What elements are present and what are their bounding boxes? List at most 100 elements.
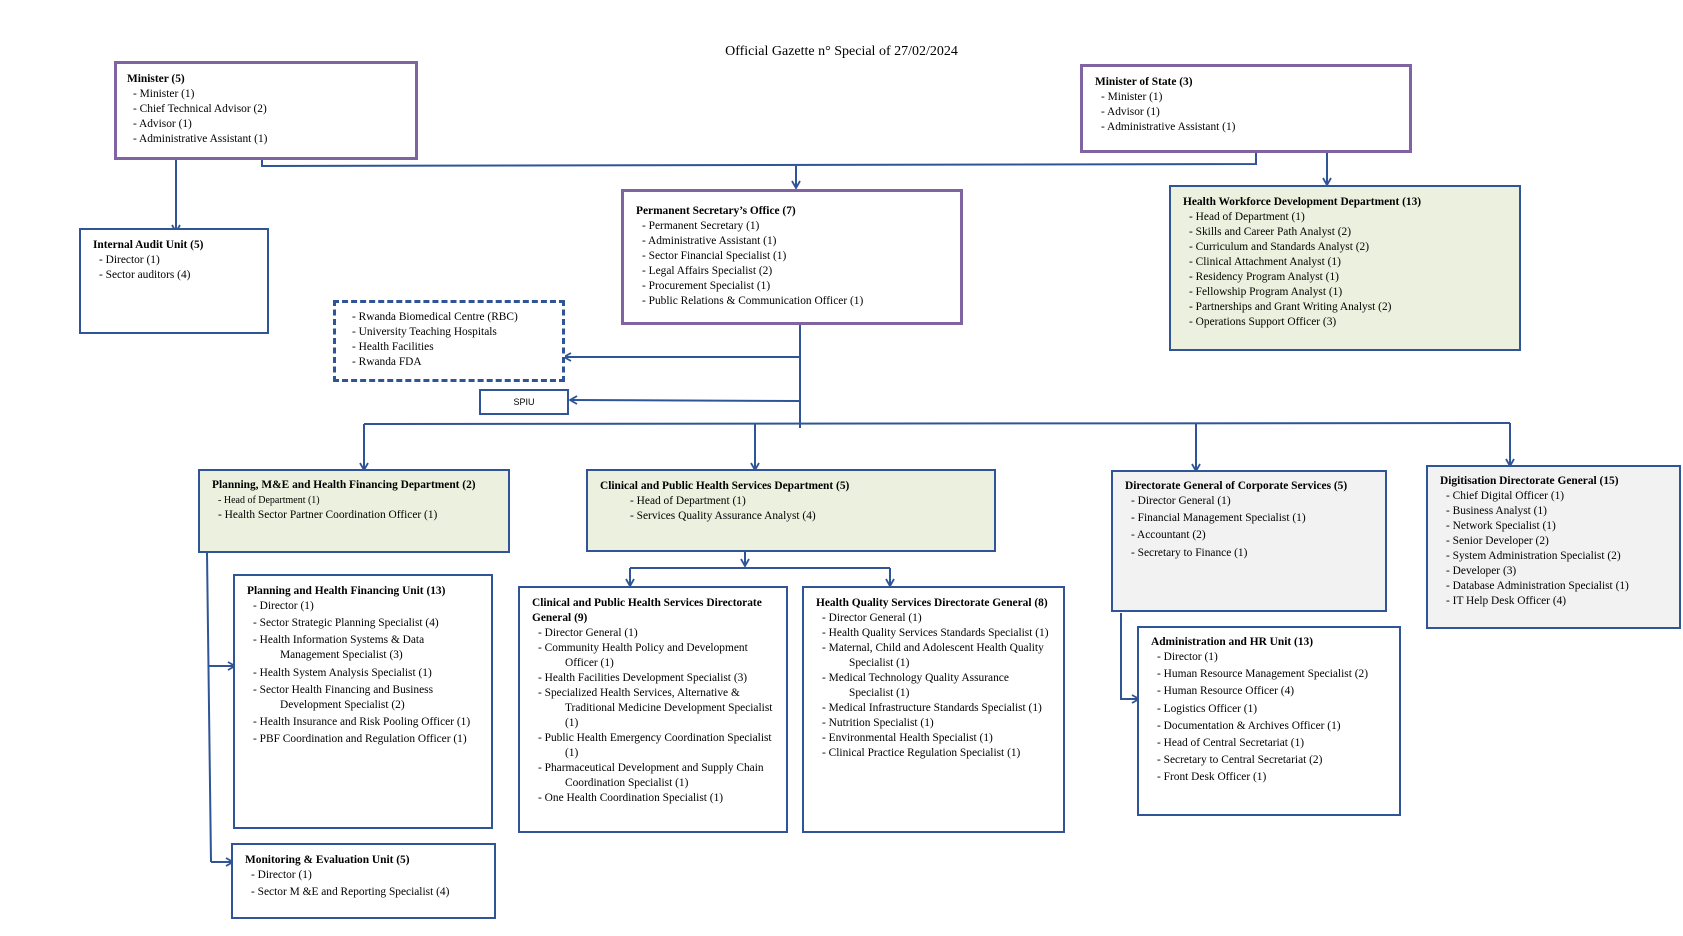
list-item: Health Information Systems & Data Manage… — [247, 633, 479, 663]
list-item: Advisor (1) — [127, 117, 405, 132]
planning-unit-title: Planning and Health Financing Unit (13) — [247, 585, 446, 597]
list-item: Sector Health Financing and Business Dev… — [247, 683, 479, 713]
affiliated-institutions-list: Rwanda Biomedical Centre (RBC) Universit… — [346, 310, 552, 370]
spiu-box: SPIU — [479, 389, 569, 415]
list-item: Head of Department (1) — [1183, 210, 1507, 225]
admin-hr-list: Director (1) Human Resource Management S… — [1151, 650, 1387, 785]
list-item: One Health Coordination Specialist (1) — [532, 791, 774, 806]
list-item: Procurement Specialist (1) — [636, 279, 948, 294]
list-item: Secretary to Central Secretariat (2) — [1151, 753, 1387, 768]
list-item: PBF Coordination and Regulation Officer … — [247, 732, 479, 747]
list-item: Permanent Secretary (1) — [636, 219, 948, 234]
list-item: Front Desk Officer (1) — [1151, 770, 1387, 785]
list-item: Fellowship Program Analyst (1) — [1183, 285, 1507, 300]
clinical-dept-list: Head of Department (1) Services Quality … — [624, 494, 982, 524]
health-workforce-box: Health Workforce Development Department … — [1169, 185, 1521, 351]
digitisation-title: Digitisation Directorate General (15) — [1440, 475, 1619, 487]
list-item: Rwanda FDA — [346, 355, 552, 370]
list-item: Director General (1) — [816, 611, 1051, 626]
list-item: Head of Central Secretariat (1) — [1151, 736, 1387, 751]
list-item: Administrative Assistant (1) — [1095, 120, 1397, 135]
minister-of-state-box: Minister of State (3) Minister (1) Advis… — [1080, 64, 1412, 153]
internal-audit-title: Internal Audit Unit (5) — [93, 239, 204, 251]
corporate-services-box: Directorate General of Corporate Service… — [1111, 470, 1387, 612]
list-item: Rwanda Biomedical Centre (RBC) — [346, 310, 552, 325]
arrow-to-spiu — [568, 395, 801, 405]
list-item: Business Analyst (1) — [1440, 504, 1667, 519]
list-item: Director (1) — [1151, 650, 1387, 665]
clinical-dg-box: Clinical and Public Health Services Dire… — [518, 586, 788, 833]
list-item: Public Health Emergency Coordination Spe… — [532, 731, 774, 761]
list-item: Chief Digital Officer (1) — [1440, 489, 1667, 504]
digitisation-box: Digitisation Directorate General (15) Ch… — [1426, 465, 1681, 629]
clinical-dept-title: Clinical and Public Health Services Depa… — [600, 480, 850, 492]
minister-of-state-list: Minister (1) Advisor (1) Administrative … — [1095, 90, 1397, 135]
gazette-header: Official Gazette n° Special of 27/02/202… — [725, 44, 958, 59]
list-item: Health Quality Services Standards Specia… — [816, 626, 1051, 641]
health-workforce-list: Head of Department (1) Skills and Career… — [1183, 210, 1507, 330]
list-item: Legal Affairs Specialist (2) — [636, 264, 948, 279]
list-item: IT Help Desk Officer (4) — [1440, 594, 1667, 609]
list-item: Secretary to Finance (1) — [1125, 546, 1373, 561]
corporate-services-list: Director General (1) Financial Managemen… — [1125, 494, 1373, 561]
digitisation-list: Chief Digital Officer (1) Business Analy… — [1440, 489, 1667, 609]
list-item: Head of Department (1) — [212, 493, 496, 508]
list-item: Senior Developer (2) — [1440, 534, 1667, 549]
list-item: Financial Management Specialist (1) — [1125, 511, 1373, 526]
list-item: Accountant (2) — [1125, 528, 1373, 543]
list-item: Sector auditors (4) — [93, 268, 255, 283]
list-item: Director (1) — [245, 868, 482, 883]
list-item: Chief Technical Advisor (2) — [127, 102, 405, 117]
list-item: Health Insurance and Risk Pooling Office… — [247, 715, 479, 730]
planning-dept-list: Head of Department (1) Health Sector Par… — [212, 493, 496, 523]
clinical-dept-box: Clinical and Public Health Services Depa… — [586, 469, 996, 552]
list-item: Director General (1) — [1125, 494, 1373, 509]
arrow-to-admin-hr — [1120, 613, 1141, 704]
health-workforce-title: Health Workforce Development Department … — [1183, 196, 1422, 208]
list-item: Human Resource Management Specialist (2) — [1151, 667, 1387, 682]
corporate-services-title: Directorate General of Corporate Service… — [1125, 480, 1348, 492]
admin-hr-title: Administration and HR Unit (13) — [1151, 636, 1314, 648]
list-item: Database Administration Specialist (1) — [1440, 579, 1667, 594]
planning-unit-list: Director (1) Sector Strategic Planning S… — [247, 599, 479, 747]
list-item: Minister (1) — [1095, 90, 1397, 105]
list-item: Skills and Career Path Analyst (2) — [1183, 225, 1507, 240]
list-item: Partnerships and Grant Writing Analyst (… — [1183, 300, 1507, 315]
list-item: Clinical Practice Regulation Specialist … — [816, 746, 1051, 761]
me-unit-list: Director (1) Sector M &E and Reporting S… — [245, 868, 482, 900]
spiu-label: SPIU — [513, 397, 535, 407]
list-item: Sector Strategic Planning Specialist (4) — [247, 616, 479, 631]
list-item: Director (1) — [93, 253, 255, 268]
list-item: Nutrition Specialist (1) — [816, 716, 1051, 731]
list-item: Sector Financial Specialist (1) — [636, 249, 948, 264]
minister-list: Minister (1) Chief Technical Advisor (2)… — [127, 87, 405, 147]
quality-dg-title: Health Quality Services Directorate Gene… — [816, 597, 1048, 609]
me-unit-title: Monitoring & Evaluation Unit (5) — [245, 854, 410, 866]
affiliated-institutions-box: Rwanda Biomedical Centre (RBC) Universit… — [333, 300, 565, 382]
admin-hr-box: Administration and HR Unit (13) Director… — [1137, 626, 1401, 816]
list-item: Administrative Assistant (1) — [636, 234, 948, 249]
list-item: University Teaching Hospitals — [346, 325, 552, 340]
list-item: System Administration Specialist (2) — [1440, 549, 1667, 564]
quality-dg-box: Health Quality Services Directorate Gene… — [802, 586, 1065, 833]
clinical-dg-title: Clinical and Public Health Services Dire… — [532, 597, 762, 624]
connector-minister-ps — [261, 150, 1257, 168]
minister-title: Minister (5) — [127, 73, 185, 85]
list-item: Maternal, Child and Adolescent Health Qu… — [816, 641, 1051, 671]
list-item: Developer (3) — [1440, 564, 1667, 579]
list-item: Medical Infrastructure Standards Special… — [816, 701, 1051, 716]
list-item: Minister (1) — [127, 87, 405, 102]
list-item: Network Specialist (1) — [1440, 519, 1667, 534]
list-item: Medical Technology Quality Assurance Spe… — [816, 671, 1051, 701]
list-item: Pharmaceutical Development and Supply Ch… — [532, 761, 774, 791]
minister-box: Minister (5) Minister (1) Chief Technica… — [114, 61, 418, 160]
permanent-secretary-box: Permanent Secretary’s Office (7) Permane… — [621, 189, 963, 325]
list-item: Advisor (1) — [1095, 105, 1397, 120]
list-item: Human Resource Officer (4) — [1151, 684, 1387, 699]
list-item: Health Facilities Development Specialist… — [532, 671, 774, 686]
list-item: Clinical Attachment Analyst (1) — [1183, 255, 1507, 270]
permanent-secretary-title: Permanent Secretary’s Office (7) — [636, 205, 796, 217]
minister-of-state-title: Minister of State (3) — [1095, 76, 1193, 88]
list-item: Operations Support Officer (3) — [1183, 315, 1507, 330]
list-item: Community Health Policy and Development … — [532, 641, 774, 671]
